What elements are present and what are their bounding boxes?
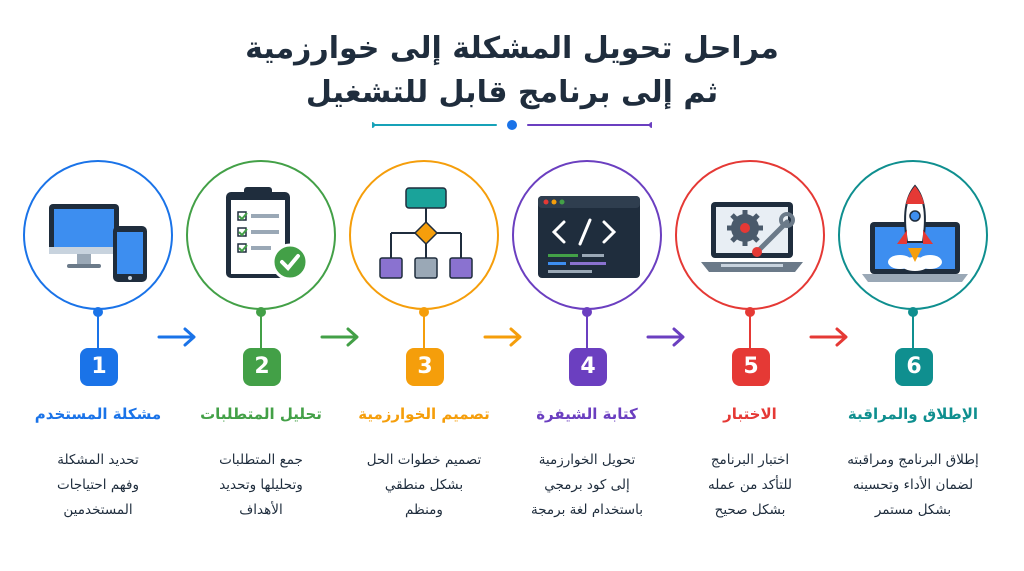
stage-4-connector-dot — [582, 307, 592, 317]
stage-6-circle — [838, 160, 988, 310]
stage-3-number-badge: 3 — [406, 348, 444, 386]
stage-4-connector — [586, 310, 588, 350]
stage-4-circle — [512, 160, 662, 310]
stage-2-connector-dot — [256, 307, 266, 317]
arrow-1-to-2 — [157, 327, 196, 347]
stage-5-name: الاختبار — [723, 405, 777, 423]
stage-2-circle — [186, 160, 336, 310]
arrow-2-to-3 — [320, 327, 359, 347]
stage-1-connector-dot — [93, 307, 103, 317]
stage-1-name: مشكلة المستخدم — [34, 405, 162, 423]
arrow-3-to-4 — [483, 327, 522, 347]
arrow-5-to-6 — [809, 327, 848, 347]
stage-1-circle — [23, 160, 173, 310]
stage-1-connector — [97, 310, 99, 350]
stage-6-number-badge: 6 — [895, 348, 933, 386]
stage-3-circle — [349, 160, 499, 310]
stage-6: 6 الإطلاق والمراقبة إطلاق البرنامج ومراق… — [838, 160, 988, 550]
flowchart-icon — [379, 187, 473, 279]
stage-3-connector-dot — [419, 307, 429, 317]
stage-2-name: تحليل المتطلبات — [200, 405, 322, 423]
stage-4-number-badge: 4 — [569, 348, 607, 386]
page-title-line-2: ثم إلى برنامج قابل للتشغيل — [305, 75, 719, 110]
stage-1-number-badge: 1 — [80, 348, 118, 386]
stage-5-connector — [749, 310, 751, 350]
stage-6-name: الإطلاق والمراقبة — [847, 405, 979, 423]
computer-and-phone-icon — [49, 204, 147, 282]
page-title-line-1: مراحل تحويل المشكلة إلى خوارزمية — [245, 31, 779, 66]
stage-5-connector-dot — [745, 307, 755, 317]
stage-4-name: كتابة الشيفرة — [536, 405, 638, 423]
stage-2-number-badge: 2 — [243, 348, 281, 386]
rocket-launch-icon — [862, 184, 968, 282]
arrow-4-to-5 — [646, 327, 685, 347]
laptop-gear-wrench-icon — [701, 202, 803, 272]
stage-6-connector — [912, 310, 914, 350]
stage-2-connector — [260, 310, 262, 350]
stage-3-name: تصميم الخوارزمية — [358, 405, 490, 423]
stage-3-connector — [423, 310, 425, 350]
title-divider — [372, 120, 652, 130]
code-window-icon — [538, 196, 640, 278]
stage-6-connector-dot — [908, 307, 918, 317]
stage-5-number-badge: 5 — [732, 348, 770, 386]
clipboard-checklist-icon — [226, 187, 309, 281]
stage-5-circle — [675, 160, 825, 310]
